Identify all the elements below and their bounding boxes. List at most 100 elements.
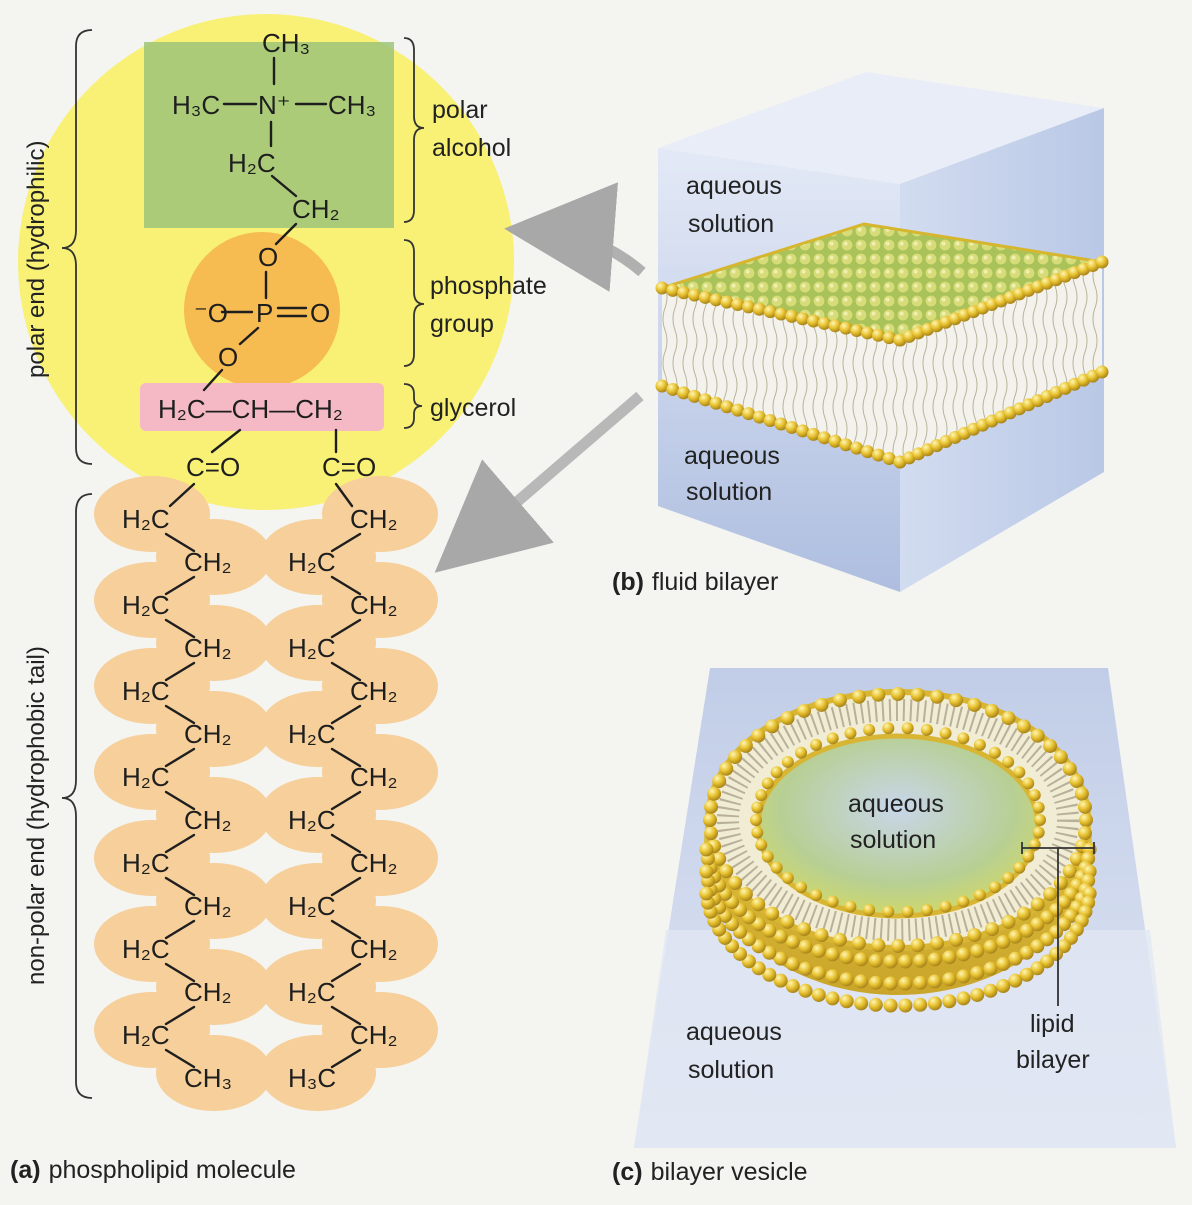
right-brace-alcohol <box>403 37 425 223</box>
lipid-head <box>851 936 866 951</box>
lipid-head <box>1032 826 1045 839</box>
lipid-head <box>698 393 712 407</box>
bond <box>164 1048 196 1069</box>
bond <box>168 482 196 508</box>
bond <box>330 790 362 811</box>
lipid-head <box>1028 838 1041 851</box>
tail-carbon: H₂C <box>122 676 170 706</box>
chem-carbonyl-right: C=O <box>322 452 376 482</box>
lipid-head <box>898 998 913 1013</box>
right-brace-phosphate <box>403 239 425 367</box>
lipid-head <box>699 886 714 901</box>
lipid-head <box>988 881 1001 894</box>
caption-b-tag: (b) <box>612 568 644 596</box>
lipid-head <box>1030 728 1045 743</box>
lipid-head <box>687 288 701 302</box>
lipid-head <box>851 689 866 704</box>
right-brace-glycerol <box>403 383 423 429</box>
lipid-head <box>738 887 753 902</box>
lipid-head <box>719 761 734 776</box>
lipid-head <box>742 300 756 314</box>
lipid-head <box>844 727 857 740</box>
lipid-head <box>1008 951 1023 966</box>
lipid-head <box>983 983 998 998</box>
lipid-head <box>731 403 745 417</box>
right-tail-chain: CH₂H₂CCH₂H₂CCH₂H₂CCH₂H₂CCH₂H₂CCH₂H₂CCH₂H… <box>288 504 398 1093</box>
lipid-head <box>970 965 985 980</box>
label-c-lipid: lipid <box>1030 1010 1074 1038</box>
lipid-head <box>967 928 982 943</box>
lipid-head <box>798 961 813 976</box>
tail-carbon: CH₂ <box>184 805 232 835</box>
lipid-head <box>666 382 680 396</box>
chem-ch3-top: CH₃ <box>262 28 310 58</box>
lipid-head <box>1030 917 1045 932</box>
bond <box>164 962 196 983</box>
tail-carbon: CH₂ <box>350 934 398 964</box>
lipid-head <box>901 722 914 735</box>
water-trapezoid-front <box>634 930 1176 1148</box>
tail-carbon: CH₂ <box>184 891 232 921</box>
lipid-head <box>738 738 753 753</box>
lipid-head <box>1030 961 1045 976</box>
bond <box>330 919 362 940</box>
lipid-head <box>957 732 970 745</box>
lipid-head <box>1001 914 1016 929</box>
arrow-to-tail <box>434 391 644 573</box>
lipid-head <box>752 410 766 424</box>
lipid-head <box>882 452 896 466</box>
lipid-head <box>762 923 777 938</box>
lipid-head <box>781 872 794 885</box>
bond <box>164 661 196 682</box>
label-b-aqueous-bottom: aqueous <box>684 442 780 470</box>
lipid-head <box>755 789 768 802</box>
label-c-aqueous-inner: aqueous <box>848 790 944 818</box>
lipid-head <box>796 424 810 438</box>
lipid-head <box>913 953 928 968</box>
lipid-head <box>1008 973 1023 988</box>
chem-o-bottom: O <box>218 342 238 372</box>
chem-o-top: O <box>258 242 278 272</box>
lipid-head <box>898 976 913 991</box>
lipid-head <box>826 732 839 745</box>
lipid-head <box>883 976 898 991</box>
lipid-head <box>677 386 691 400</box>
lipid-head <box>967 697 982 712</box>
tail-carbon: H₂C <box>122 1020 170 1050</box>
tail-carbon: CH₂ <box>184 547 232 577</box>
lipid-head <box>1030 939 1045 954</box>
lipid-head <box>1069 851 1084 866</box>
lipid-head <box>901 905 914 918</box>
lipid-head <box>780 711 795 726</box>
tail-blob <box>156 1035 272 1111</box>
lipid-head <box>751 961 766 976</box>
lipid-head <box>751 801 764 814</box>
tail-carbon: CH₂ <box>184 633 232 663</box>
lipid-head <box>742 407 756 421</box>
caption-c-tag: (c) <box>612 1158 643 1186</box>
bond <box>164 618 196 639</box>
lipid-head <box>704 799 719 814</box>
lipid-head <box>1013 861 1026 874</box>
tail-carbon: H₂C <box>122 590 170 620</box>
lipid-head <box>891 939 905 953</box>
lipid-head <box>949 693 964 708</box>
lipid-head <box>826 895 839 908</box>
lipid-head <box>949 932 964 947</box>
lipid-head <box>996 979 1011 994</box>
lipid-head <box>839 950 854 965</box>
lipid-head <box>1043 738 1058 753</box>
lipid-head <box>913 997 928 1012</box>
caption-b: (b)fluid bilayer <box>612 568 778 596</box>
lipid-head <box>1008 929 1023 944</box>
lipid-head <box>1069 774 1084 789</box>
bond <box>164 704 196 725</box>
bond <box>330 661 362 682</box>
tail-carbon: CH₃ <box>184 1063 232 1093</box>
lipid-head <box>1062 864 1077 879</box>
lipid-head <box>839 972 854 987</box>
lipid-head <box>751 939 766 954</box>
bilayer-side-face <box>900 262 1102 462</box>
lipid-head <box>752 302 766 316</box>
